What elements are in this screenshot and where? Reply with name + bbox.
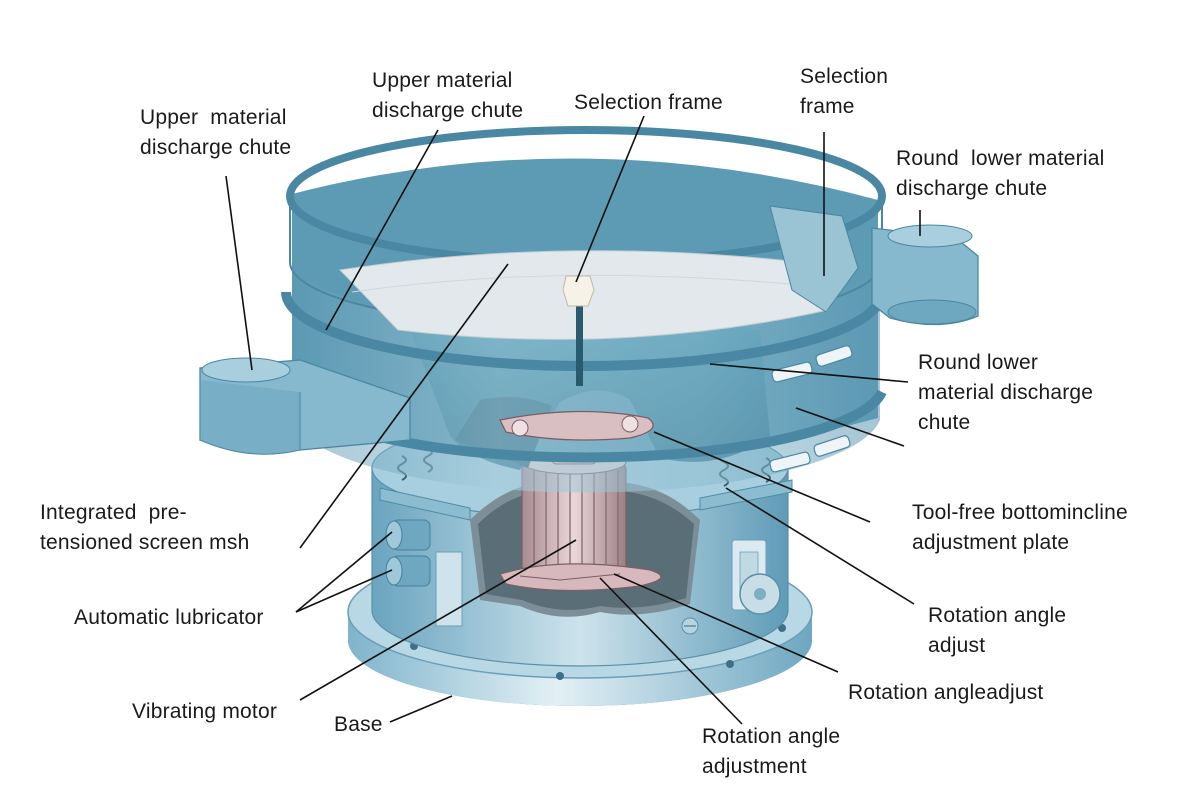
label-round-lower-chute-top: Round lower material discharge chute	[896, 147, 1105, 200]
label-round-lower-chute-mid: Round lower material discharge chute	[918, 351, 1094, 434]
label-tool-free-plate: Tool-free bottomincline adjustment plate	[912, 501, 1128, 554]
label-rotation-angleadjust: Rotation angleadjust	[848, 681, 1044, 704]
label-vibrating-motor: Vibrating motor	[132, 700, 278, 723]
label-rotation-angle-adjust: Rotation angle adjust	[928, 604, 1067, 657]
discharge-slots	[769, 345, 853, 473]
label-selection-frame-right: Selection frame	[800, 65, 889, 118]
label-upper-discharge-chute-top: Upper material discharge chute	[372, 69, 524, 122]
label-integrated-screen-mesh: Integrated pre- tensioned screen msh	[40, 501, 250, 554]
label-upper-discharge-chute-left: Upper material discharge chute	[140, 106, 292, 159]
label-selection-frame-center: Selection frame	[574, 91, 723, 114]
label-automatic-lubricator: Automatic lubricator	[74, 606, 264, 629]
label-rotation-angle-adjustment: Rotation angle adjustment	[702, 725, 841, 778]
leader-lines	[225, 115, 921, 725]
spring-brackets	[379, 479, 793, 521]
lower-eccentric-weight	[499, 563, 662, 592]
left-discharge-chute	[199, 357, 411, 455]
upper-frame	[281, 126, 887, 493]
automatic-lubricator-part	[385, 519, 431, 587]
label-base: Base	[334, 713, 383, 736]
right-discharge-chute	[871, 224, 979, 326]
